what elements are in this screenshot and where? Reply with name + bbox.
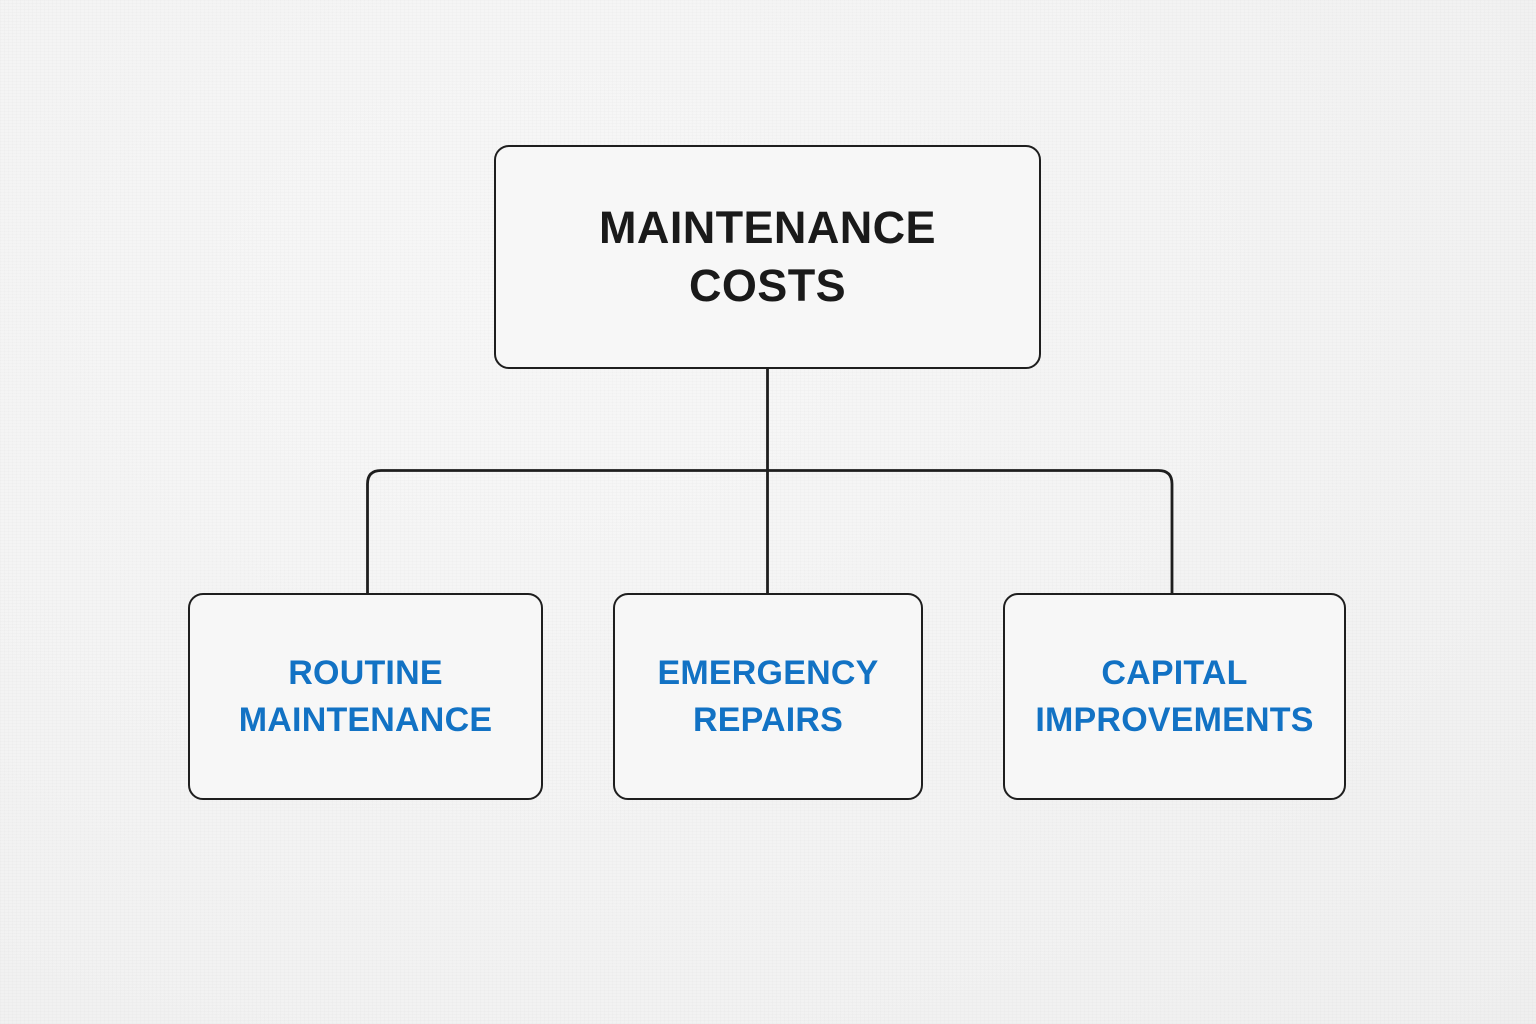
connector-bus-left: [366, 469, 768, 593]
connector-bus-right: [767, 469, 1174, 593]
node-routine-maintenance-label: ROUTINE MAINTENANCE: [238, 654, 493, 739]
node-emergency-repairs[interactable]: EMERGENCY REPAIRS: [613, 593, 923, 800]
node-capital-improvements-label: CAPITAL IMPROVEMENTS: [1035, 654, 1314, 739]
node-routine-maintenance[interactable]: ROUTINE MAINTENANCE: [188, 593, 543, 800]
node-emergency-repairs-label: EMERGENCY REPAIRS: [657, 654, 879, 739]
node-capital-improvements[interactable]: CAPITAL IMPROVEMENTS: [1003, 593, 1346, 800]
node-maintenance-costs[interactable]: MAINTENANCE COSTS: [494, 145, 1041, 369]
node-maintenance-costs-label: MAINTENANCE COSTS: [599, 201, 936, 312]
